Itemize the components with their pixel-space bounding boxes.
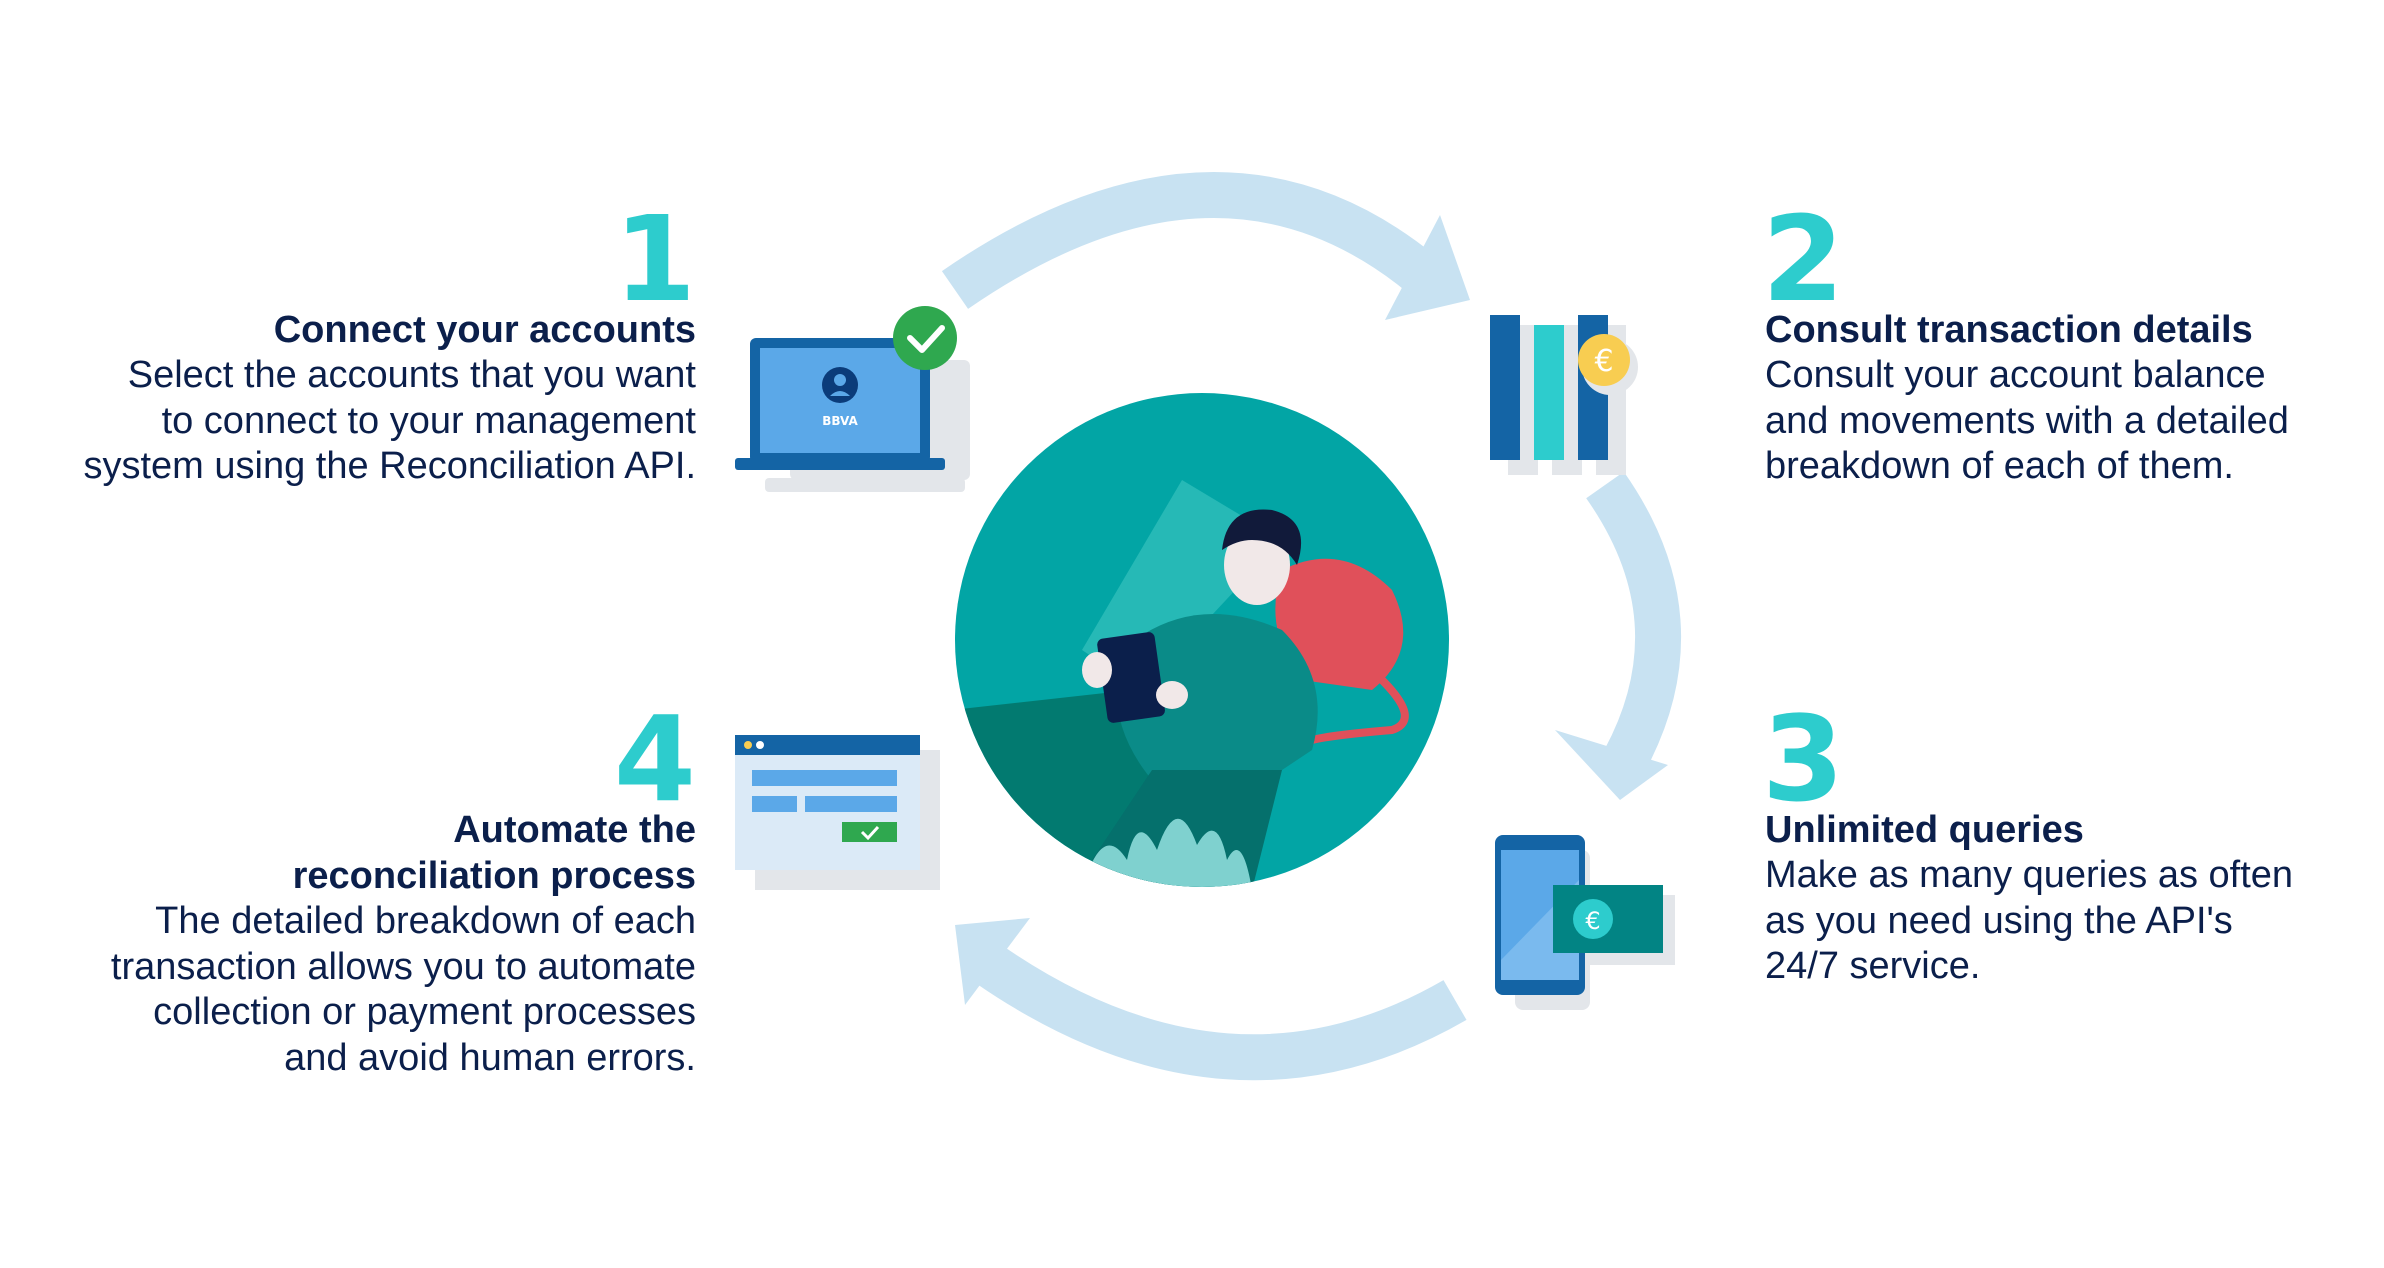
person-body [1116,614,1318,790]
laptop-icon: BBVA [735,306,970,492]
browser-form-icon [735,735,940,890]
arrow-top [941,172,1456,309]
arrow-top-head [1385,215,1470,320]
step-2-number: 2 [1762,190,1845,328]
check-badge-icon [893,306,957,370]
step-4-text: Automate the reconciliation process The … [0,807,696,1081]
person-face [1224,525,1290,605]
armchair [1275,558,1404,690]
step-3-number: 3 [1762,690,1845,828]
arrow-bottom [976,946,1467,1081]
person-hair [1222,509,1302,565]
step-3-title: Unlimited queries [1765,809,2084,851]
bar-chart-icon: € [1490,315,1638,475]
euro-note-symbol: € [1585,907,1600,935]
arrow-right [1586,471,1682,771]
step-4-number: 4 [613,690,696,828]
step-2-text: Consult transaction details Consult your… [1765,307,2365,490]
laptop-logo: BBVA [822,414,858,428]
step-4-title: Automate the reconciliation process [292,809,696,897]
mobile-payment-icon: € [1495,835,1675,1010]
euro-note-icon [1573,899,1613,939]
arrow-bottom-head [955,918,1030,1005]
step-3-body: Make as many queries as often as you nee… [1765,854,2294,987]
step-3-text: Unlimited queries Make as many queries a… [1765,807,2365,990]
person-hand-2 [1156,681,1188,709]
step-1-title: Connect your accounts [273,309,696,351]
plant-leaves [1082,818,1252,887]
arrow-right-head [1555,730,1668,800]
armchair-cable [1311,677,1409,744]
step-2-body: Consult your account balance and movemen… [1765,354,2289,487]
step-1-number: 1 [613,190,696,328]
central-illustration [955,393,1449,887]
euro-coin-symbol: € [1594,344,1613,379]
step-2-title: Consult transaction details [1765,309,2253,351]
step-1-body: Select the accounts that you want to con… [83,354,696,487]
person-hand [1082,652,1112,688]
person-phone [1097,632,1165,723]
submit-check-icon [842,822,897,842]
euro-coin-icon [1578,334,1630,386]
step-4-body: The detailed breakdown of each transacti… [110,900,696,1079]
step-1-text: Connect your accounts Select the account… [0,307,696,490]
